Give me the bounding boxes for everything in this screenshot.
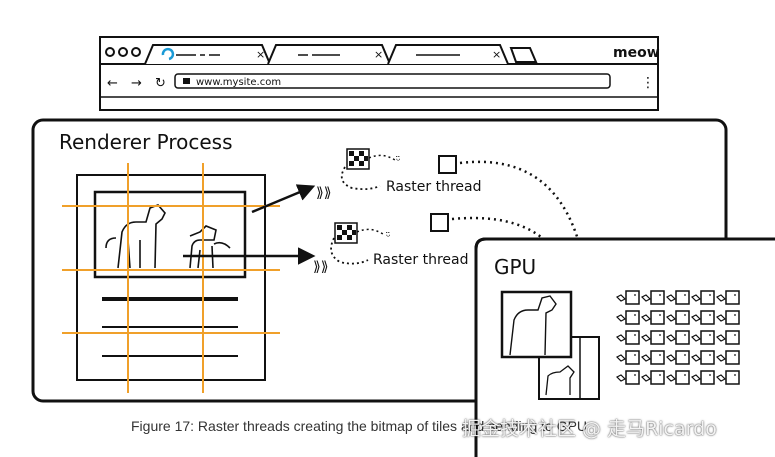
forward-icon: → xyxy=(131,76,142,91)
checker-tile-icon xyxy=(334,222,358,244)
gpu-title: GPU xyxy=(494,255,536,279)
thread-1-label: Raster thread xyxy=(386,179,482,195)
gpu-tile xyxy=(665,290,690,305)
arrow-to-thread-1 xyxy=(251,184,316,214)
gpu-tile xyxy=(665,330,690,345)
close-icon: × xyxy=(492,48,501,61)
gpu-tile xyxy=(615,310,640,325)
window-controls xyxy=(105,47,141,57)
gpu-tile xyxy=(665,370,690,385)
renderer-title: Renderer Process xyxy=(59,130,233,154)
gpu-tile xyxy=(665,350,690,365)
gpu-tile xyxy=(690,290,715,305)
gpu-tile xyxy=(690,370,715,385)
raster-thread-1: ⟫⟫ ᵕ̈ Raster thread xyxy=(316,148,482,201)
thread-2-label: Raster thread xyxy=(373,252,469,268)
browser-window: × × × meow ← → ↻ www.mysite.com ⋮ xyxy=(99,36,660,111)
close-icon: × xyxy=(374,48,383,61)
new-tab-icon xyxy=(509,47,538,63)
gpu-tile xyxy=(715,330,740,345)
gpu-tile xyxy=(690,350,715,365)
watermark: 掘金技术社区 @ 走马Ricardo xyxy=(462,418,717,440)
gpu-tile xyxy=(690,330,715,345)
url-text: www.mysite.com xyxy=(196,77,281,88)
gpu-tile xyxy=(640,370,665,385)
reload-icon: ↻ xyxy=(155,76,166,91)
gpu-tile xyxy=(715,370,740,385)
browser-brand: meow xyxy=(613,45,660,61)
gpu-tile xyxy=(665,310,690,325)
smile-icon: ᵕ̈ xyxy=(396,154,401,167)
gpu-tile xyxy=(615,370,640,385)
back-icon: ← xyxy=(107,76,118,91)
tab-2: × xyxy=(267,44,391,65)
gpu-tile xyxy=(615,330,640,345)
tab-1: × xyxy=(144,44,271,65)
gpu-tile xyxy=(640,350,665,365)
lock-icon xyxy=(183,78,190,84)
menu-icon: ⋮ xyxy=(641,75,655,91)
thread-squiggle-icon: ⟫⟫ xyxy=(316,185,332,201)
gpu-tile xyxy=(715,290,740,305)
thread-loop xyxy=(340,166,381,191)
checker-tile-icon xyxy=(346,148,370,170)
raster-thread-2: ⟫⟫ ᵕ̈ Raster thread xyxy=(313,213,469,275)
smile-icon: ᵕ̈ xyxy=(386,230,391,243)
gpu-tile xyxy=(690,310,715,325)
output-tile-2 xyxy=(430,213,449,232)
gpu-tile-grid xyxy=(615,290,740,385)
gpu-tile xyxy=(640,310,665,325)
tab-3: × xyxy=(387,44,509,65)
gpu-tile xyxy=(640,330,665,345)
gpu-tile xyxy=(615,290,640,305)
tile-grid-lines xyxy=(62,163,280,393)
gpu-bitmaps xyxy=(500,290,600,400)
gpu-tile xyxy=(715,310,740,325)
close-icon: × xyxy=(256,48,265,61)
thread-squiggle-icon: ⟫⟫ xyxy=(313,259,329,275)
gpu-panel: GPU xyxy=(474,237,775,457)
gpu-tile xyxy=(715,350,740,365)
address-bar xyxy=(174,73,611,89)
output-tile-1 xyxy=(438,155,457,174)
gpu-tile xyxy=(615,350,640,365)
figure-caption: Figure 17: Raster threads creating the b… xyxy=(131,418,588,434)
gpu-tile xyxy=(640,290,665,305)
